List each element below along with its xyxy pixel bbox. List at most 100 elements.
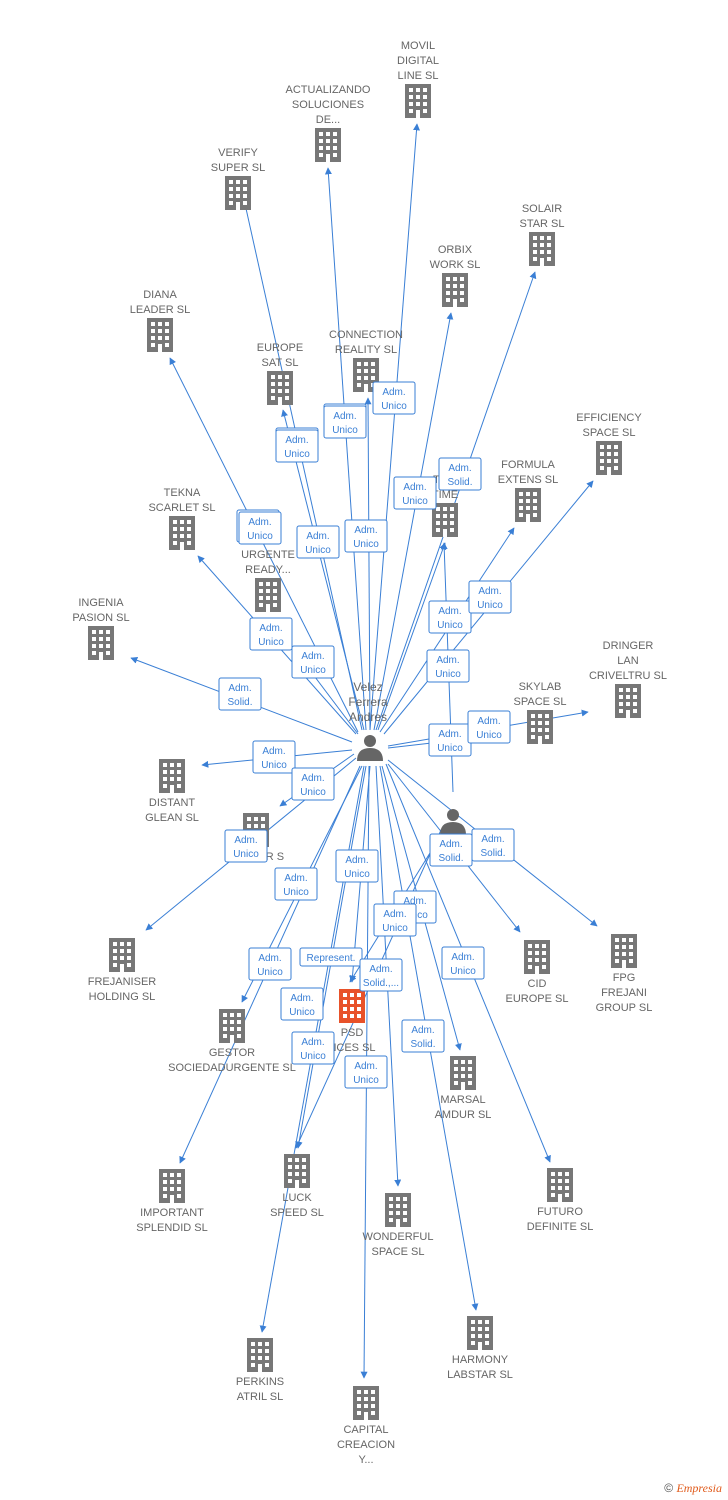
edge-label-e34[interactable]: Adm.Unico (323, 405, 367, 439)
edge-label-e19[interactable]: Adm.Unico (224, 829, 268, 863)
building-icon (529, 232, 555, 266)
company-label: DIANA (143, 289, 177, 301)
edge-label-e25[interactable]: Adm.Unico (248, 947, 292, 981)
edge-label-e24[interactable]: Represent. (299, 947, 363, 967)
building-window (343, 1007, 347, 1011)
edge-label-e33[interactable]: Adm.Unico (344, 1055, 388, 1089)
edge-label-text: Adm. (354, 1061, 377, 1072)
edge-label-text: Solid. (447, 477, 472, 488)
edge-label-text: Solid. (438, 853, 463, 864)
company-label: EFFICIENCY (576, 412, 642, 424)
building-icon (547, 1168, 573, 1202)
edge-label-text: Unico (476, 730, 502, 741)
edge-label-box (471, 828, 515, 862)
copyright-symbol: © (664, 1481, 674, 1495)
edge-label-box (323, 405, 367, 439)
edge-label-e15[interactable]: Adm.Unico (428, 723, 472, 757)
edge-label-e26[interactable]: Adm.Solid.,... (359, 958, 403, 992)
edge-label-e10[interactable]: Adm.Unico (291, 645, 335, 679)
edge-label-text: Adm. (284, 873, 307, 884)
company-node-capital[interactable]: CAPITALCREACIONY... (337, 1386, 395, 1466)
building-icon (467, 1316, 493, 1350)
edge-label-box (372, 381, 416, 415)
edge-label-e31[interactable]: Adm.Unico (291, 1031, 335, 1065)
edge-label-text: Unico (450, 966, 476, 977)
edge-label-e23[interactable]: Adm.Unico (373, 903, 417, 937)
edge-label-e8[interactable]: Adm.Unico (344, 519, 388, 553)
person-node-2[interactable] (440, 809, 466, 835)
edge-label-text: Unico (402, 496, 428, 507)
edge-label-e5[interactable]: Adm. Unico (393, 476, 437, 510)
building-icon (147, 318, 173, 352)
company-label: GROUP SL (596, 1002, 653, 1014)
edge-label-e35[interactable]: Adm.Unico (275, 429, 319, 463)
edge-label-e16[interactable]: Adm.Unico (467, 710, 511, 744)
edge-label-e28[interactable]: Adm.Unico (441, 946, 485, 980)
person-body (440, 822, 466, 835)
edge-label-e17[interactable]: Adm.Unico (252, 740, 296, 774)
building-icon (284, 1154, 310, 1188)
edge-label-e13[interactable]: Adm.Unico (468, 580, 512, 614)
edge-label-box (467, 710, 511, 744)
company-label: LINE SL (398, 70, 439, 82)
building-icon (385, 1193, 411, 1227)
edge-label-e27[interactable]: Adm.Unico (280, 987, 324, 1021)
edge-label-e1[interactable]: Adm.Unico (372, 381, 416, 415)
edge-label-text: Adm. (403, 482, 426, 493)
edge-label-e14[interactable]: Adm.Unico (426, 649, 470, 683)
building-icon (315, 128, 341, 162)
edge-label-text: Adm. (290, 993, 313, 1004)
edge-label-e9[interactable]: Adm.Unico (249, 617, 293, 651)
brand-logo[interactable]: Empresia (676, 1481, 722, 1495)
edge-label-text: Solid. (410, 1039, 435, 1050)
edge-label-e12[interactable]: Adm.Unico (428, 600, 472, 634)
building-icon (353, 1386, 379, 1420)
edge-label-e36[interactable]: Adm.Unico (238, 511, 282, 545)
building-window (357, 993, 361, 997)
edge-label-e21[interactable]: Adm.Unico (335, 849, 379, 883)
company-node-sociedad[interactable]: ADURGENTEREADY... (241, 534, 295, 612)
edge-label-e7[interactable]: Adm.Unico (296, 525, 340, 559)
company-node-actualizando[interactable]: ACTUALIZANDOSOLUCIONESDE... (286, 84, 371, 162)
edge-label-e18[interactable]: Adm.Unico (291, 767, 335, 801)
edge-label-box (359, 958, 403, 992)
edge-label-e4[interactable]: Adm.Solid. (438, 457, 482, 491)
edge-label-text: Adm. (438, 729, 461, 740)
edge-label-e20[interactable]: Adm.Unico (274, 867, 318, 901)
edge-11 (377, 542, 447, 731)
edge-label-box (224, 829, 268, 863)
edge-label-e11[interactable]: Adm.Solid. (218, 677, 262, 711)
edge-label-e30[interactable]: Adm.Solid. (471, 828, 515, 862)
company-label: WORK SL (430, 259, 481, 271)
company-label: SCARLET SL (148, 502, 215, 514)
edge-label-e32[interactable]: Adm.Solid. (401, 1019, 445, 1053)
edge-label-e29[interactable]: Adm.Solid. (429, 833, 473, 867)
